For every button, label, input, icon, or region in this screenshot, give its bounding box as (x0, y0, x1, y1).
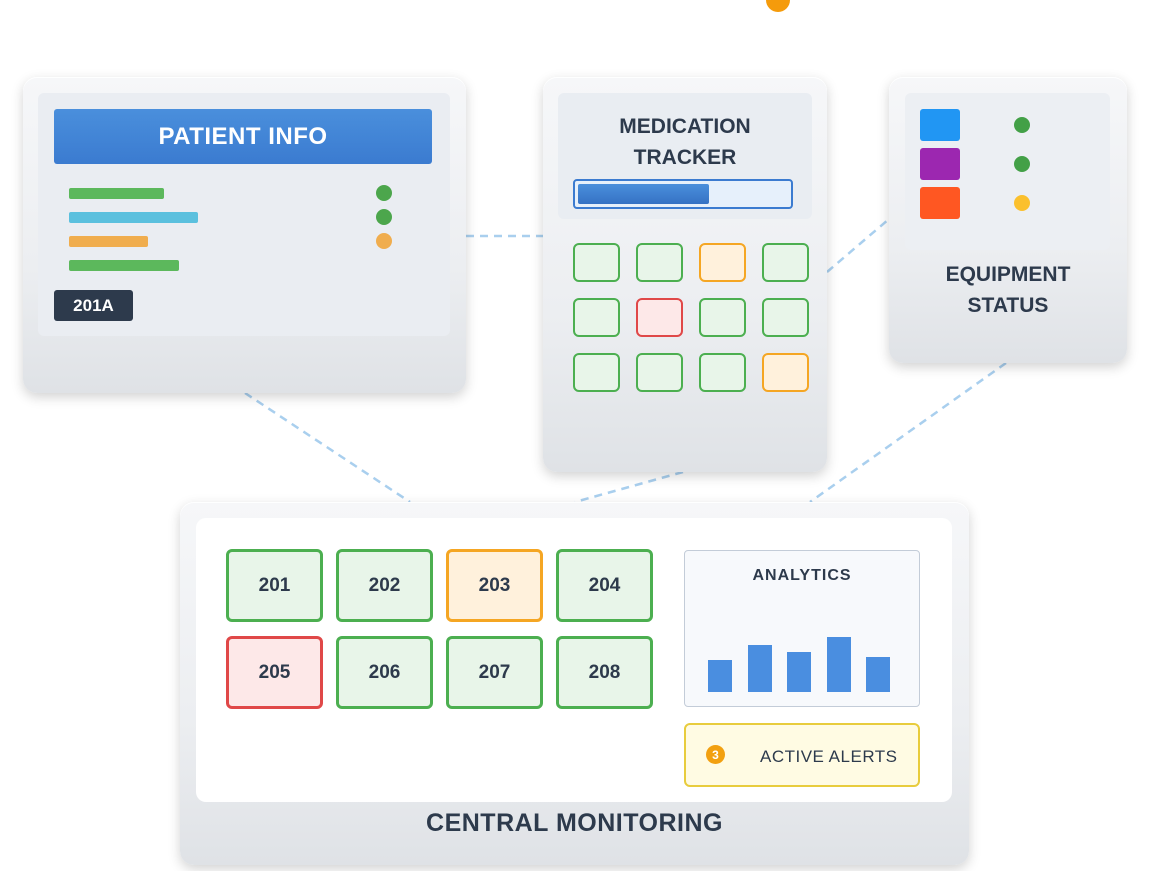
analytics-bar (866, 657, 890, 692)
room-tile-207[interactable]: 207 (446, 636, 543, 709)
equipment-device-icon[interactable] (920, 148, 960, 180)
room-tile-204[interactable]: 204 (556, 549, 653, 622)
equipment-title-line1: EQUIPMENT (945, 263, 1071, 286)
analytics-bar (826, 637, 851, 692)
medication-title-line1: MEDICATION (619, 115, 751, 138)
medication-progress-bar (573, 179, 793, 209)
equipment-title-line2: STATUS (967, 294, 1049, 317)
dose-cell[interactable] (636, 243, 683, 282)
analytics-bar (708, 660, 732, 692)
room-tile-203[interactable]: 203 (446, 549, 543, 622)
dose-cell[interactable] (699, 298, 746, 337)
dose-cell[interactable] (762, 243, 809, 282)
medication-title-line2: TRACKER (633, 146, 737, 169)
patient-info-bar (69, 188, 164, 199)
central-monitoring-title: CENTRAL MONITORING (426, 809, 723, 837)
patient-info-panel[interactable]: PATIENT INFO 201A (23, 77, 466, 393)
alert-count-badge: 3 (706, 745, 725, 764)
room-tile-208[interactable]: 208 (556, 636, 653, 709)
analytics-card[interactable]: ANALYTICS (684, 550, 920, 707)
room-tile-201[interactable]: 201 (226, 549, 323, 622)
equipment-status-panel[interactable]: EQUIPMENT STATUS (889, 77, 1127, 363)
room-tile-205[interactable]: 205 (226, 636, 323, 709)
room-badge[interactable]: 201A (54, 290, 133, 321)
dose-cell[interactable] (762, 353, 809, 392)
equipment-status-dot (1014, 195, 1030, 211)
connector-equipment-central (809, 361, 1007, 504)
medication-tracker-title: MEDICATION TRACKER (558, 111, 812, 173)
connector-patient-central (244, 391, 411, 504)
medication-tracker-screen: MEDICATION TRACKER (558, 93, 812, 219)
equipment-status-dot (1014, 156, 1030, 172)
equipment-status-screen (905, 93, 1110, 250)
analytics-title: ANALYTICS (752, 567, 852, 584)
analytics-bar (787, 652, 811, 692)
dose-cell[interactable] (636, 353, 683, 392)
patient-info-bar (69, 212, 198, 223)
patient-status-dot (376, 185, 392, 201)
patient-info-bar (69, 260, 179, 271)
dose-cell[interactable] (573, 243, 620, 282)
dose-cell[interactable] (762, 298, 809, 337)
dose-cell[interactable] (636, 298, 683, 337)
analytics-bar (747, 645, 772, 692)
equipment-status-title: EQUIPMENT STATUS (889, 259, 1127, 321)
connector-medication-equipment (826, 218, 890, 273)
active-alerts-card[interactable]: 3 ACTIVE ALERTS (684, 723, 920, 787)
dose-cell[interactable] (573, 298, 620, 337)
patient-info-title: PATIENT INFO (54, 109, 432, 164)
patient-info-screen: PATIENT INFO 201A (38, 93, 450, 336)
medication-progress-fill (578, 184, 709, 204)
alert-label: ACTIVE ALERTS (760, 747, 898, 766)
patient-status-dot (376, 209, 392, 225)
room-tile-202[interactable]: 202 (336, 549, 433, 622)
equipment-status-dot (1014, 117, 1030, 133)
patient-info-bar (69, 236, 148, 247)
equipment-device-icon[interactable] (920, 187, 960, 219)
dose-cell[interactable] (699, 353, 746, 392)
equipment-device-icon[interactable] (920, 109, 960, 141)
patient-status-dot (376, 233, 392, 249)
connector-medication-central (574, 470, 684, 504)
dose-cell[interactable] (699, 243, 746, 282)
status-indicator-dot (766, 0, 790, 12)
dose-cell[interactable] (573, 353, 620, 392)
room-tile-206[interactable]: 206 (336, 636, 433, 709)
medication-tracker-panel[interactable]: MEDICATION TRACKER (543, 77, 827, 472)
